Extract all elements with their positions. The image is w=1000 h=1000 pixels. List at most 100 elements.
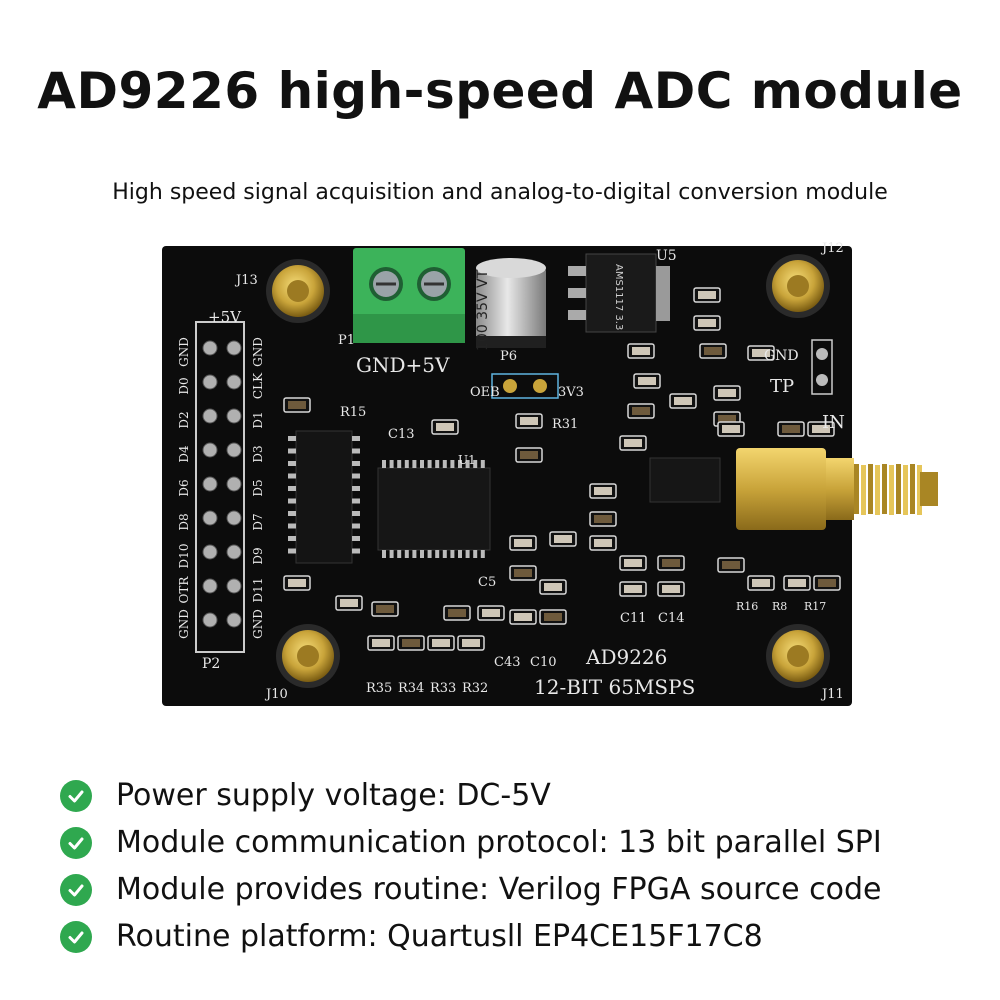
smd-part (632, 407, 650, 415)
chip-pin (389, 550, 394, 558)
chip-pin (352, 473, 360, 479)
sma-thread (882, 464, 887, 514)
chip-pin (473, 550, 478, 558)
silk-r33: R33 (430, 681, 456, 696)
feature-item: Module communication protocol: 13 bit pa… (60, 819, 960, 866)
regulator-label: AMS1117 3.3 (613, 264, 624, 330)
mounting-hole-j13 (266, 259, 330, 323)
smd-part (432, 639, 450, 647)
silk-chip-name: AD9226 (585, 645, 667, 669)
pin-label: GND (251, 609, 265, 639)
ic-u2 (288, 430, 360, 564)
chip-pin (427, 550, 432, 558)
pin-label: D2 (177, 411, 191, 428)
chip-pin (465, 460, 470, 468)
chip-pin (450, 460, 455, 468)
sma-thread (854, 464, 859, 514)
chip-pin (352, 536, 360, 541)
chip-pin (404, 460, 409, 468)
chip-pin (382, 550, 386, 558)
sma-thread (896, 464, 901, 514)
pin-label: D1 (251, 411, 265, 428)
silk-p6: P6 (500, 349, 517, 364)
header-pin (202, 340, 218, 356)
header-pin (226, 476, 242, 492)
silk-p2: P2 (202, 656, 220, 672)
chip-pin (352, 461, 360, 466)
header-pin (226, 374, 242, 390)
smd-part (436, 423, 454, 431)
silk-tp: TP (770, 376, 794, 397)
silk-chip-spec: 12-BIT 65MSPS (534, 675, 695, 699)
chip-pin (288, 536, 296, 541)
smd-part (594, 539, 612, 547)
mounting-hole-j11 (766, 624, 830, 688)
silk-r35: R35 (366, 681, 392, 696)
chip-pin (397, 550, 402, 558)
smd-part (722, 561, 740, 569)
pin-label: CLK (251, 372, 265, 399)
chip-pin (465, 550, 470, 558)
silk-gnd: GND (764, 348, 799, 364)
smd-part (752, 579, 770, 587)
smd-part (340, 599, 358, 607)
chip-pin (420, 550, 424, 558)
silk-r15: R15 (340, 405, 366, 420)
smd-part (376, 605, 394, 613)
pin-label: D0 (177, 377, 191, 394)
pin-label: D5 (251, 479, 265, 496)
smd-part (448, 609, 466, 617)
smd-part (402, 639, 420, 647)
chip-pin (352, 511, 360, 516)
pin-label: GND (251, 337, 265, 367)
sma-thread (875, 465, 880, 515)
sma-thread (903, 465, 908, 515)
chip-pin (288, 511, 296, 516)
silk-r17: R17 (804, 600, 826, 613)
silk-j11: J11 (820, 687, 844, 702)
header-pins (202, 340, 242, 628)
chip-pin (288, 498, 296, 504)
chip-pin (442, 550, 447, 558)
feature-text: Routine platform: Quartusll EP4CE15F17C8 (116, 919, 763, 954)
pin-label: D4 (177, 445, 191, 463)
chip-pin (288, 523, 296, 529)
silk-c10: C10 (530, 655, 557, 670)
smd-part (288, 401, 306, 409)
chip-pin (288, 486, 296, 491)
smd-part (718, 415, 736, 423)
chip-pin (480, 550, 485, 558)
smd-part (704, 347, 722, 355)
jumper-pad (533, 379, 547, 393)
chip-pin (389, 460, 394, 468)
sma-thread (861, 465, 866, 515)
adc-chip-u1 (377, 460, 491, 558)
sma-thread (917, 465, 922, 515)
silk-c43: C43 (494, 655, 521, 670)
silk-j13: J13 (234, 273, 258, 288)
pin-header-p2 (195, 321, 245, 653)
smd-part (812, 425, 830, 433)
chip-pin (412, 460, 417, 468)
smd-part (462, 639, 480, 647)
header-pin (202, 544, 218, 560)
chip-pin (458, 550, 462, 558)
smd-part (520, 417, 538, 425)
header-pin (226, 408, 242, 424)
smd-part (638, 377, 656, 385)
test-pin-outline (811, 339, 833, 395)
feature-text: Power supply voltage: DC-5V (116, 778, 551, 813)
silk-r16: R16 (736, 600, 758, 613)
header-pin (202, 578, 218, 594)
silk-oeb: OEB (470, 385, 500, 400)
pin-label: D7 (251, 513, 265, 530)
silk-r34: R34 (398, 681, 424, 696)
chip-pin (412, 550, 417, 558)
chip-pin (288, 436, 296, 441)
smd-part (288, 579, 306, 587)
chip-pin (404, 550, 409, 558)
silk-u5: U5 (656, 248, 677, 264)
mounting-hole-j12 (766, 254, 830, 318)
